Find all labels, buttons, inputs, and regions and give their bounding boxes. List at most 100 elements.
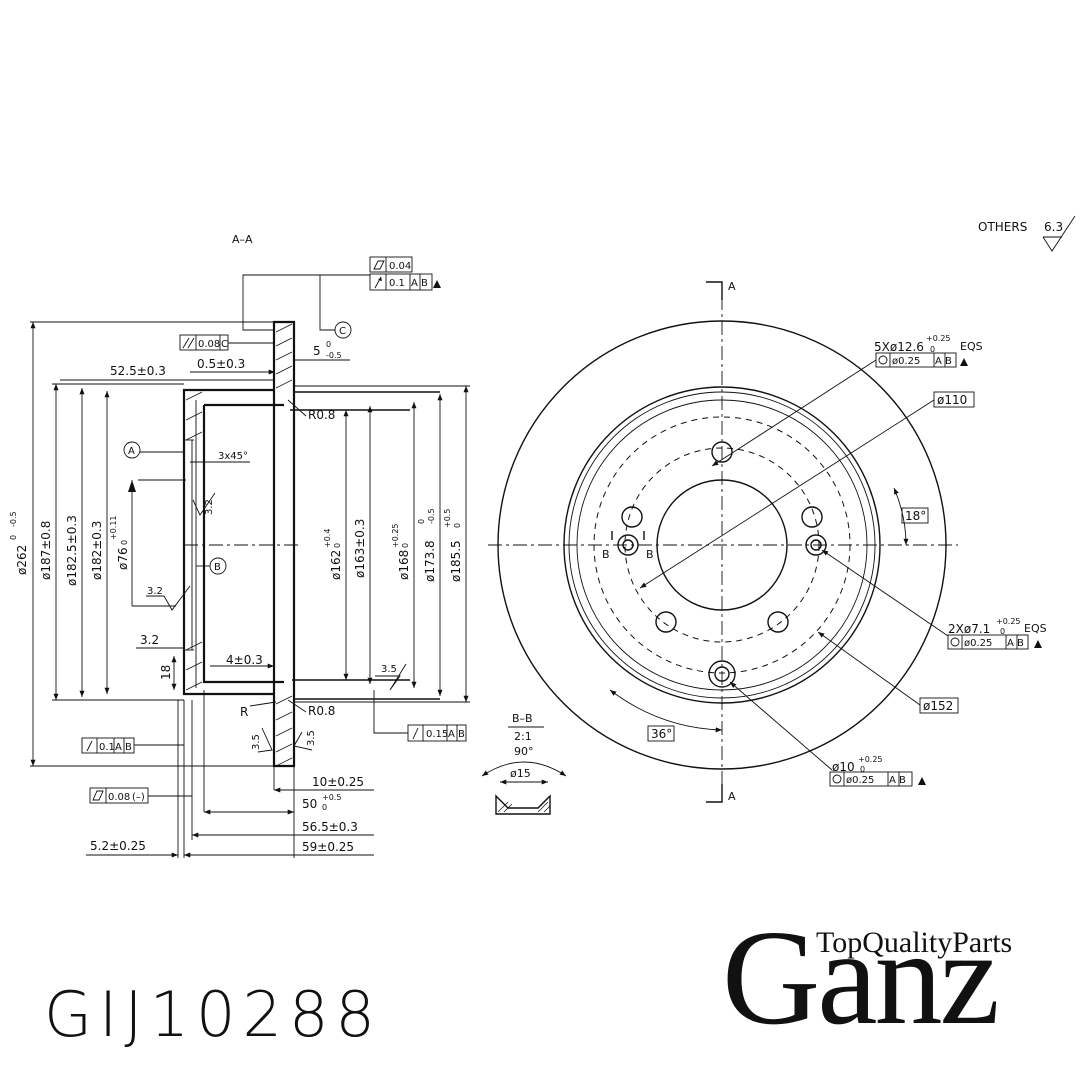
dim-59: 59±0.25 (302, 840, 354, 854)
fcf-top: 0.04 0.1 A B (242, 256, 441, 331)
rough-32b: 3.2 (147, 586, 163, 597)
bottom-length-dims: 10±0.25 50 +0.5 0 56.5±0.3 59±0.25 5.2±0… (86, 690, 374, 858)
triangle-icon (918, 777, 926, 785)
dim-dia-262: ø262 (15, 545, 29, 575)
callout-hole-10: ø10 (832, 760, 855, 774)
screw-hole-left (617, 534, 639, 556)
dim-dia-1738-tol: 0 (417, 519, 426, 524)
callout-5x-eqs: EQS (960, 340, 983, 353)
callout-angle-36: 36° (651, 727, 672, 741)
stud-hole (621, 506, 643, 528)
fcf-runout-left: 0.1 A B (81, 737, 184, 754)
fcf-flatness-left: 0.08 (–) (89, 787, 192, 804)
datum-b-label: B (214, 562, 221, 573)
datum-c-label: C (339, 326, 346, 337)
dim-dia-163: ø163±0.3 (353, 519, 367, 578)
parallel-icon (182, 337, 195, 349)
fcf-10-tol: ø0.25 (846, 775, 874, 786)
fcf-flat2-note: (–) (132, 792, 145, 803)
dim-dia-1738: ø173.8 (423, 540, 437, 582)
dim-dia-168: ø168 (397, 550, 411, 580)
dim-52: 5.2±0.25 (90, 839, 146, 853)
callout-hole-10-tol0: 0 (860, 765, 865, 774)
dim-thickness: 5 (313, 344, 321, 358)
position-icon (950, 637, 960, 647)
stud-hole (711, 441, 733, 463)
section-label: A–A (232, 233, 253, 246)
dim-10: 10±0.25 (312, 775, 364, 789)
runout-icon (86, 740, 93, 752)
section-marker-b-right: B (646, 548, 654, 561)
fcf-position-5x: ø0.25 A B (875, 352, 968, 368)
callout-2x-eqs: EQS (1024, 622, 1047, 635)
dim-dia-76: ø76 (116, 547, 130, 570)
fcf-runout2-value: 0.1 (99, 742, 115, 753)
callout-pcd-110: ø110 (937, 393, 967, 407)
surface-finish-note: OTHERS 6.3 (978, 215, 1076, 252)
section-marker-b-left: B (602, 548, 610, 561)
callout-5x-holes: 5Xø12.6 (874, 340, 924, 354)
roughness-symbol-icon (293, 731, 313, 751)
dim-thickness-tol-up: 0 (326, 340, 331, 349)
dim-dia-1855-tol0: 0 (453, 523, 462, 528)
fcf-5x-datums: A B (935, 356, 952, 367)
stud-hole (801, 506, 823, 528)
dim-dia-76-tol0: 0 (120, 540, 129, 545)
dim-dia-262-tol0: 0 (9, 535, 18, 540)
dim-chamfer: 3x45° (218, 451, 248, 462)
dim-depth-525: 52.5±0.3 (110, 364, 166, 378)
detail-angle: 90° (514, 745, 534, 758)
fcf-runout-right: 0.15 A B (373, 690, 467, 742)
fcf-runout3-datums: A B (448, 729, 465, 740)
dim-dia-1825: ø182.5±0.3 (65, 515, 79, 586)
fcf-flatness-value: 0.04 (389, 261, 411, 272)
fcf-10-datums: A B (889, 775, 906, 786)
callout-2x-tol0: 0 (1000, 627, 1005, 636)
dim-offset-05: 0.5±0.3 (197, 357, 245, 371)
datum-c-circle (334, 321, 352, 339)
brand-logo: Ganz (722, 903, 1000, 1053)
callout-2x-holes: 2Xø7.1 (948, 622, 990, 636)
triangle-icon (1034, 640, 1042, 648)
callout-2x-tol: +0.25 (996, 617, 1021, 626)
dim-4: 4±0.3 (226, 653, 263, 667)
dim-565: 56.5±0.3 (302, 820, 358, 834)
stud-hole (767, 611, 789, 633)
surface-note-text: OTHERS (978, 220, 1027, 234)
roughness-symbol-icon (257, 727, 273, 753)
detail-scale: 2:1 (514, 730, 532, 743)
dim-dia-1855: ø185.5 (449, 540, 463, 582)
roughness-symbol-icon (146, 585, 191, 611)
dim-r08-top: R0.8 (308, 408, 335, 422)
part-number: GIJ10288 (44, 978, 382, 1051)
fcf-parallel-datum: C (221, 339, 228, 350)
fcf-runout-value: 0.1 (389, 278, 405, 289)
rough-35b: 3.5 (251, 734, 262, 750)
roughness-symbol-icon (375, 663, 407, 691)
flatness-icon (373, 260, 385, 270)
fcf-2x-tol: ø0.25 (964, 638, 992, 649)
right-diameter-dims: ø162 +0.4 0 ø163±0.3 ø168 +0.25 0 ø173.8… (294, 385, 470, 703)
dim-dia-162: ø162 (329, 550, 343, 580)
dim-dia-168-tol0: 0 (401, 543, 410, 548)
position-icon (832, 774, 842, 784)
screw-hole-right (805, 534, 827, 556)
fcf-parallel-value: 0.08 (198, 339, 220, 350)
callout-hole-10-tol: +0.25 (858, 755, 883, 764)
dim-50-tol0: 0 (322, 803, 327, 812)
section-view-a-a: A–A 0.04 0.1 A B C 0.08 (9, 233, 470, 858)
detail-label: B–B (512, 712, 533, 725)
dim-dia-262-tol: -0.5 (9, 511, 18, 527)
callout-angle-18: 18° (905, 509, 926, 523)
roughness-symbol-icon (192, 492, 216, 516)
detail-dia: ø15 (510, 767, 531, 780)
dim-dia-162-tol0: 0 (333, 543, 342, 548)
dim-r08-bottom: R0.8 (308, 704, 335, 718)
callout-pcd-152: ø152 (923, 699, 953, 713)
flatness-icon (92, 790, 104, 801)
view-marker-top: A (728, 280, 736, 293)
dim-50: 50 (302, 797, 317, 811)
callout-5x-tol: +0.25 (926, 334, 951, 343)
dim-50-tol: +0.5 (322, 793, 341, 802)
